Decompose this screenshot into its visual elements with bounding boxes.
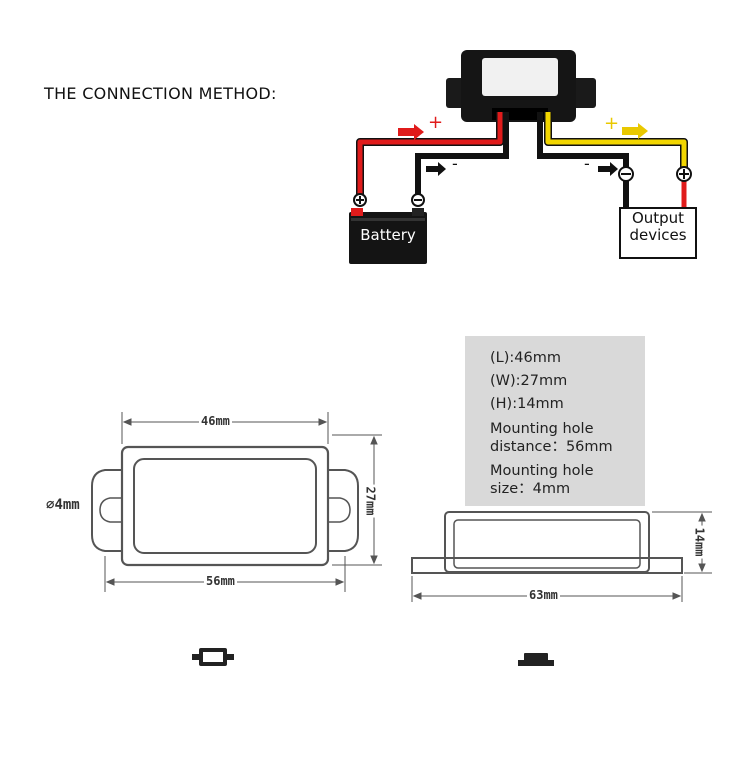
output-devices-label: Output devices xyxy=(620,210,696,244)
top-view-drawing xyxy=(91,412,382,592)
output-minus-terminal-icon xyxy=(618,166,634,182)
spec-box xyxy=(465,336,645,506)
converter-module xyxy=(446,50,596,122)
battery-plus-terminal-icon xyxy=(353,193,367,207)
battery-label: Battery xyxy=(360,226,416,244)
spec-hole-size-line2: size：4mm xyxy=(490,481,571,497)
side-view-drawing xyxy=(411,511,712,602)
dim-top-width: 46mm xyxy=(199,414,232,428)
connection-heading: THE CONNECTION METHOD: xyxy=(44,84,277,103)
input-minus-sign: - xyxy=(452,154,458,173)
output-device-box xyxy=(619,207,697,259)
battery-icon xyxy=(349,208,427,264)
side-view-small-icon xyxy=(518,653,554,666)
black-arrow-left-icon xyxy=(426,162,446,176)
black-arrow-right-icon xyxy=(598,162,618,176)
diameter-symbol-icon: ∅ xyxy=(46,497,55,513)
spec-height: (H):14mm xyxy=(490,396,564,412)
output-minus-sign: - xyxy=(584,154,590,173)
top-view-small-icon xyxy=(192,648,234,666)
input-positive-wire xyxy=(356,112,504,196)
output-plus-sign: + xyxy=(604,113,620,134)
dim-hole-diameter: ∅4mm xyxy=(44,497,82,513)
red-arrow-icon xyxy=(398,124,424,140)
output-positive-wire xyxy=(544,112,688,208)
yellow-arrow-icon xyxy=(622,123,648,139)
spec-hole-distance-line1: Mounting hole xyxy=(490,421,594,437)
spec-hole-size-line1: Mounting hole xyxy=(490,463,594,479)
spec-length: (L):46mm xyxy=(490,350,561,366)
dim-side-height: 14mm xyxy=(692,525,707,559)
input-negative-wire xyxy=(415,112,509,196)
dim-side-width: 63mm xyxy=(527,588,560,602)
dim-hole-diameter-value: 4mm xyxy=(54,497,80,513)
battery-minus-terminal-icon xyxy=(411,193,425,207)
output-label-line2: devices xyxy=(629,226,687,244)
output-label-line1: Output xyxy=(631,209,685,227)
spec-width: (W):27mm xyxy=(490,373,568,389)
output-plus-terminal-icon xyxy=(676,166,692,182)
dim-right-height: 27mm xyxy=(363,484,378,518)
spec-hole-distance-line2: distance：56mm xyxy=(490,439,613,455)
input-plus-sign: + xyxy=(428,112,444,133)
dim-bottom-width: 56mm xyxy=(204,574,237,588)
